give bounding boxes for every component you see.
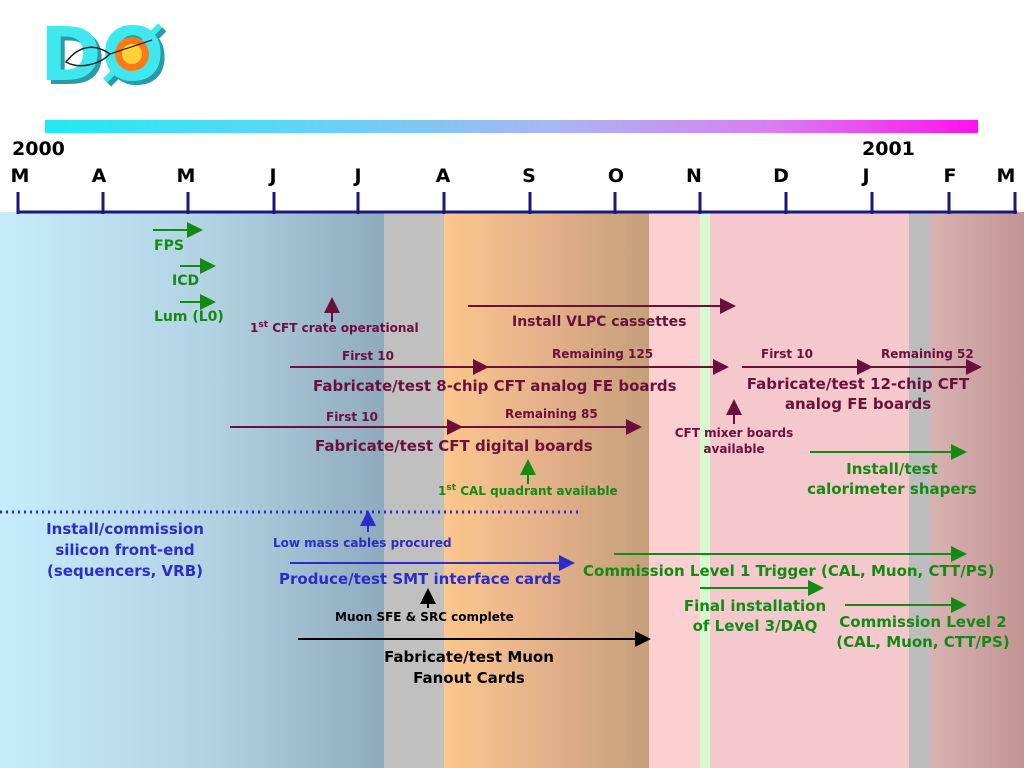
month-label: D bbox=[773, 165, 789, 187]
fps-label: FPS bbox=[154, 238, 184, 254]
d0-logo: DØ DØ bbox=[40, 12, 180, 102]
band-gray-2 bbox=[909, 212, 930, 768]
digital-boards-label: Fabricate/test CFT digital boards bbox=[315, 437, 593, 455]
month-label: F bbox=[943, 165, 957, 187]
month-label: M bbox=[996, 165, 1016, 187]
band-gray-1 bbox=[384, 212, 444, 768]
cal-quadrant-label: 1st CAL quadrant available bbox=[438, 483, 618, 499]
analog12-first10-label: First 10 bbox=[761, 347, 813, 361]
band-autumn bbox=[444, 212, 649, 768]
band-spring bbox=[0, 212, 384, 768]
title-gradient-bar bbox=[45, 120, 978, 133]
band-pink-2 bbox=[710, 212, 909, 768]
month-label: J bbox=[269, 165, 277, 187]
month-axis bbox=[16, 192, 1017, 214]
vlpc-label: Install VLPC cassettes bbox=[512, 314, 687, 330]
year-2000: 2000 bbox=[12, 138, 65, 160]
analog-remaining125-label: Remaining 125 bbox=[552, 347, 654, 361]
low-mass-label: Low mass cables procured bbox=[273, 536, 452, 550]
analog-8chip-label: Fabricate/test 8-chip CFT analog FE boar… bbox=[313, 377, 677, 395]
month-label: M bbox=[10, 165, 30, 187]
icd-label: ICD bbox=[172, 273, 200, 289]
lum-label: Lum (L0) bbox=[154, 309, 224, 325]
year-2001: 2001 bbox=[862, 138, 915, 160]
cft-crate-label: 1st CFT crate operational bbox=[250, 320, 419, 336]
month-label: N bbox=[686, 165, 702, 187]
band-rose bbox=[930, 212, 1024, 768]
muon-sfe-label: Muon SFE & SRC complete bbox=[335, 610, 514, 624]
month-label: O bbox=[607, 165, 625, 187]
smt-label: Produce/test SMT interface cards bbox=[279, 570, 562, 588]
logo-fireball-core bbox=[122, 44, 142, 64]
month-label: M bbox=[176, 165, 196, 187]
analog-first10-label: First 10 bbox=[342, 349, 394, 363]
month-label: S bbox=[522, 165, 536, 187]
month-label: A bbox=[435, 165, 451, 187]
band-green-strip bbox=[700, 212, 710, 768]
background-bands bbox=[0, 212, 1024, 768]
band-pink-1 bbox=[649, 212, 700, 768]
month-label: A bbox=[91, 165, 107, 187]
digital-first10-label: First 10 bbox=[326, 410, 378, 424]
analog12-remaining52-label: Remaining 52 bbox=[881, 347, 974, 361]
month-label: J bbox=[862, 165, 870, 187]
month-label: J bbox=[354, 165, 362, 187]
digital-remaining85-label: Remaining 85 bbox=[505, 407, 598, 421]
l1-label: Commission Level 1 Trigger (CAL, Muon, C… bbox=[583, 562, 995, 580]
l2-label: Commission Level 2(CAL, Muon, CTT/PS) bbox=[836, 613, 1010, 651]
